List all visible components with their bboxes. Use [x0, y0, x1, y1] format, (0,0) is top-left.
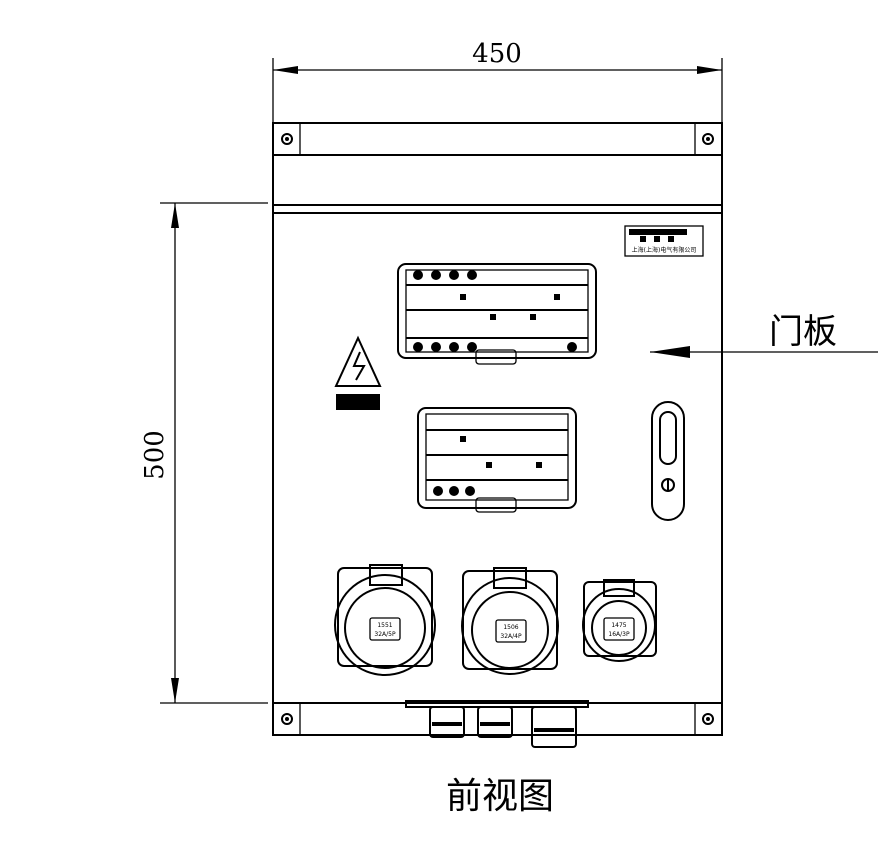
socket-code: 1475 — [611, 622, 626, 629]
mounting-hole-icon — [281, 713, 293, 725]
electric-warning-icon — [334, 335, 382, 410]
mounting-hole-icon — [702, 133, 714, 145]
enclosure — [272, 122, 723, 736]
socket-3: 1475 16A/3P — [582, 579, 657, 662]
breaker-window-top — [397, 263, 597, 365]
socket-rating: 32A/5P — [374, 631, 396, 638]
socket-2: 1506 32A/4P — [461, 567, 559, 675]
mounting-hole-icon — [702, 713, 714, 725]
height-dimension: 500 — [140, 202, 268, 704]
socket-rating: 32A/4P — [500, 633, 522, 640]
socket-1: 1551 32A/5P — [334, 564, 436, 676]
socket-code: 1551 — [377, 622, 392, 629]
nameplate: 上海(上海)电气有限公司 — [624, 225, 704, 257]
breaker-window-bottom — [417, 407, 577, 513]
cable-glands — [405, 700, 589, 748]
nameplate-text: 上海(上海)电气有限公司 — [632, 246, 697, 254]
door-panel-label: 门板 — [769, 312, 837, 352]
door-panel-callout: 门板 — [650, 312, 878, 358]
mounting-hole-icon — [281, 133, 293, 145]
door-handle[interactable] — [651, 401, 685, 521]
socket-rating: 16A/3P — [608, 631, 630, 638]
view-title: 前视图 — [446, 776, 554, 817]
socket-code: 1506 — [503, 624, 518, 631]
width-dimension: 450 — [272, 39, 723, 123]
width-dimension-label: 450 — [472, 39, 522, 69]
height-dimension-label: 500 — [140, 430, 170, 480]
